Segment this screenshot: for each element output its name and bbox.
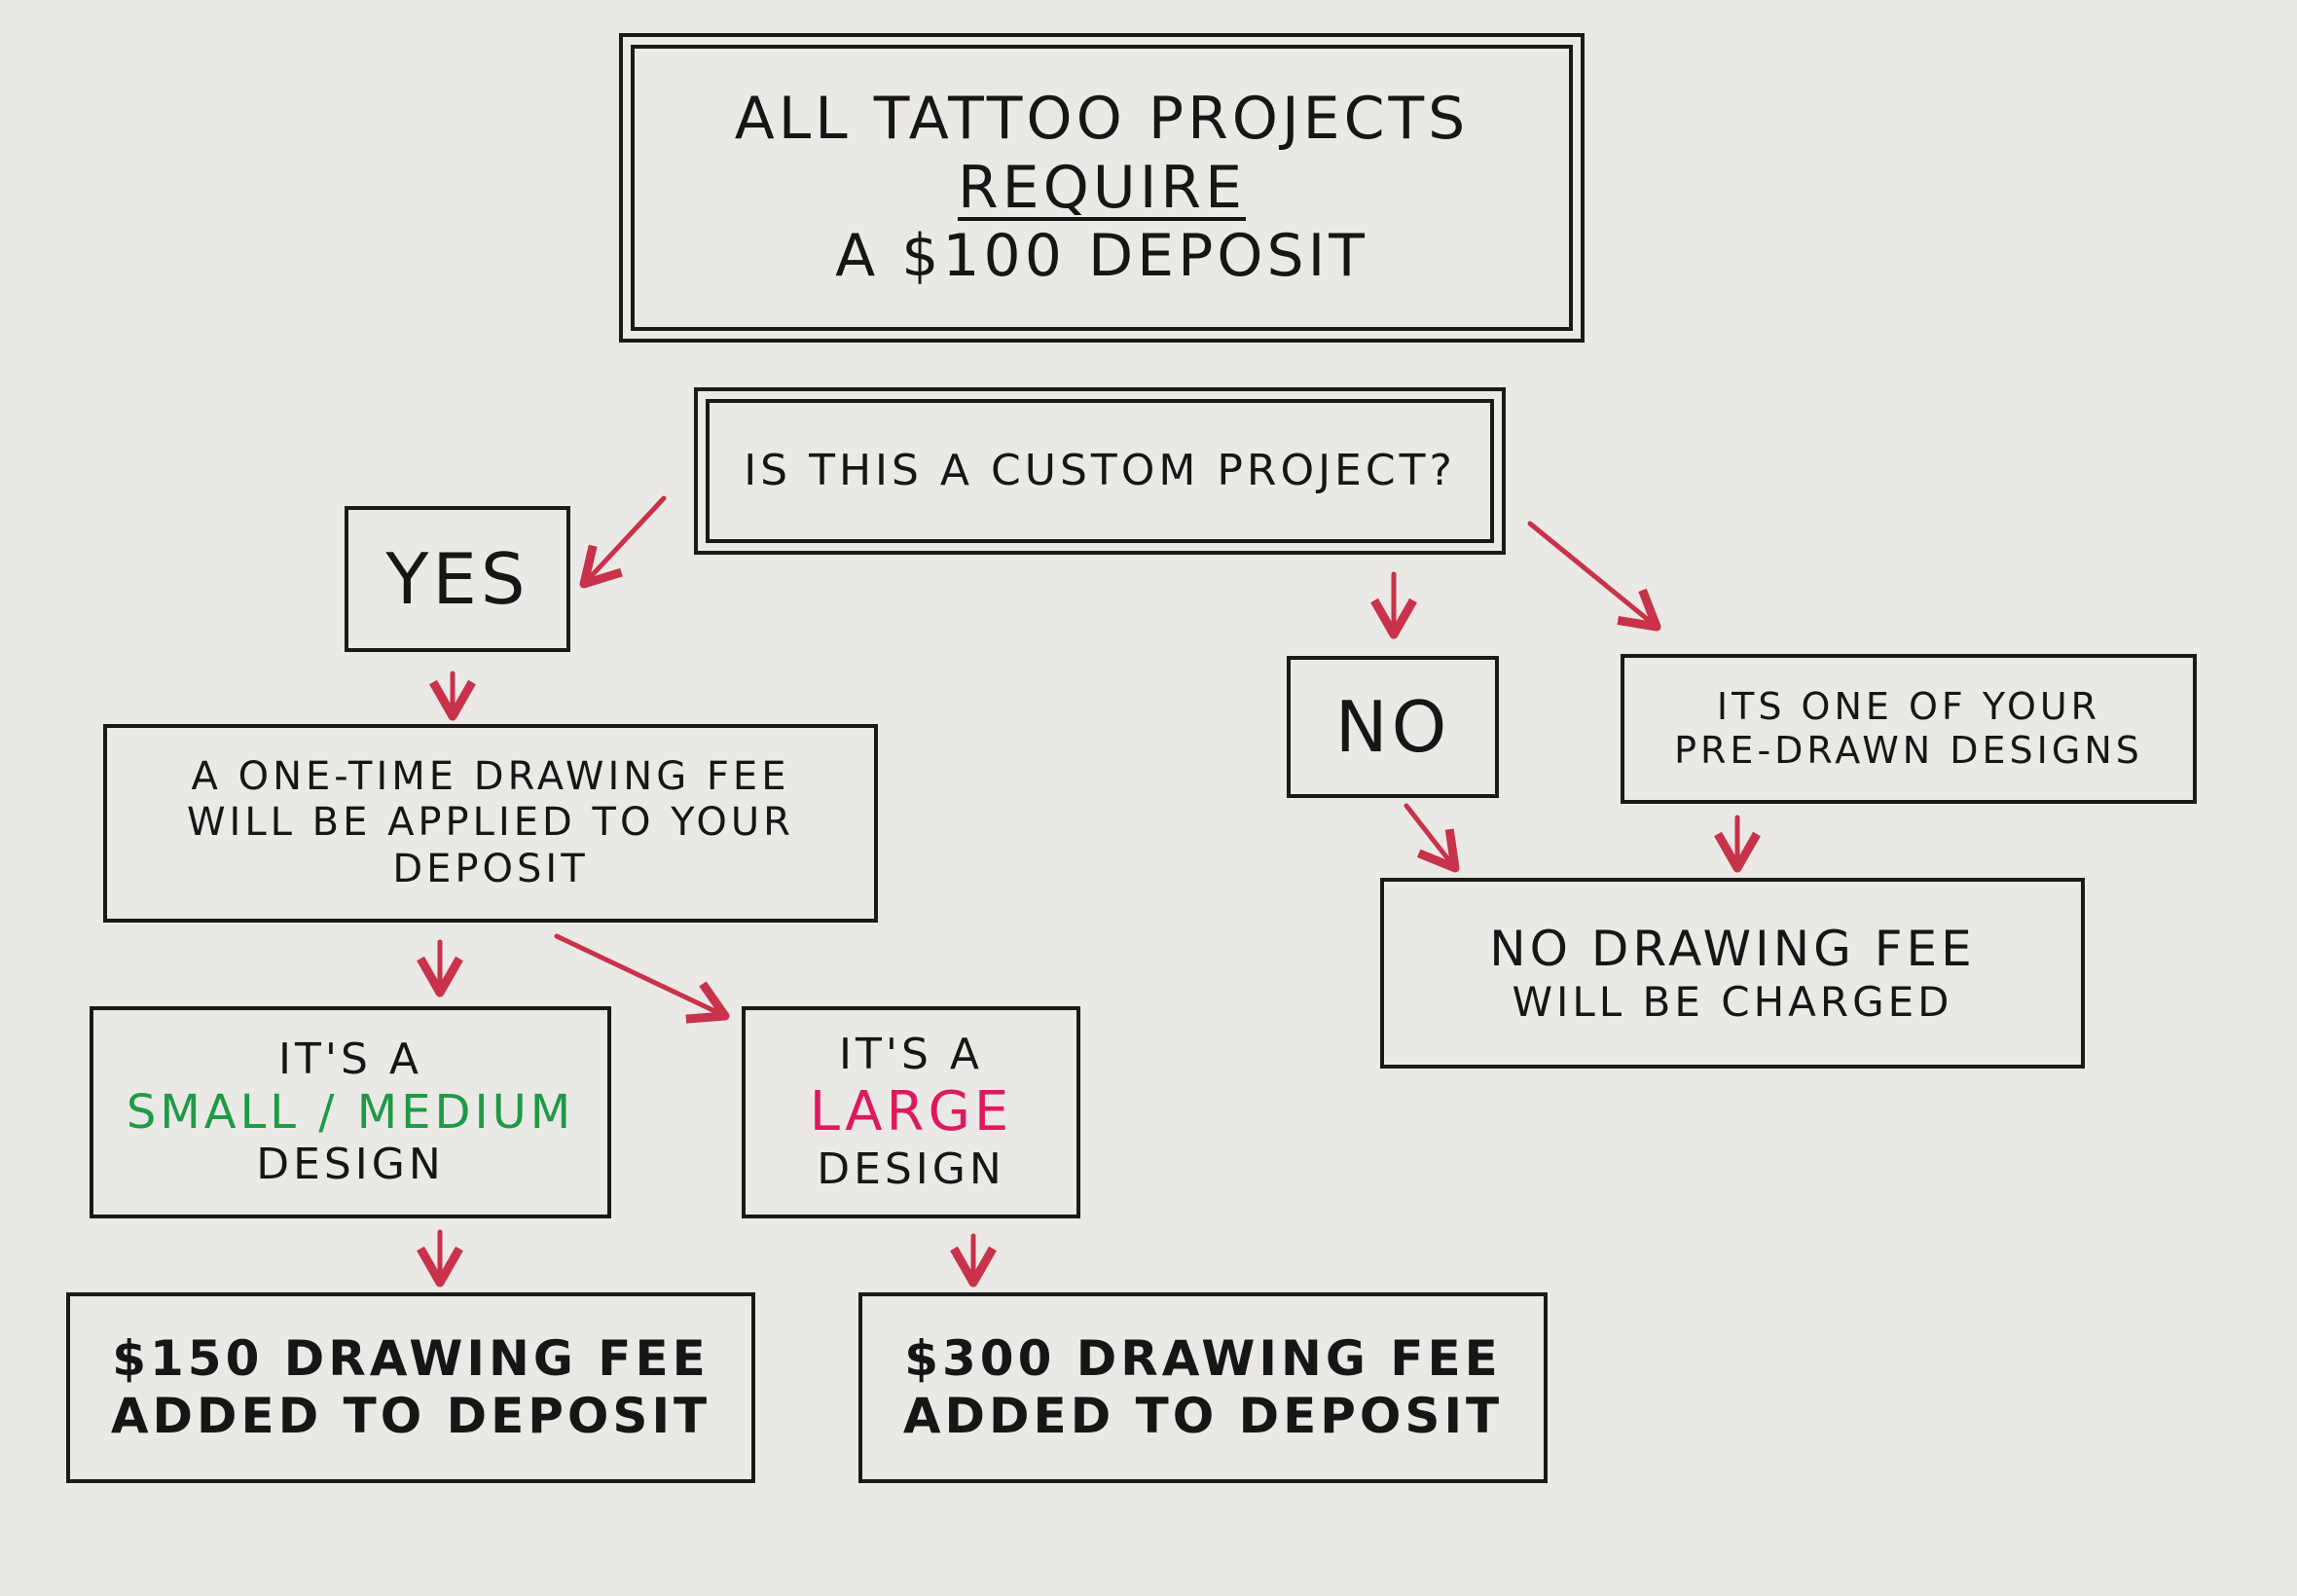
fee300-line-2: Added to Deposit xyxy=(902,1388,1504,1444)
deposit-requirement-box: All Tattoo Projects Require A $100 Depos… xyxy=(619,33,1585,343)
fee-notice-line-2: will be applied to your xyxy=(187,800,794,846)
small-line-1: It's a xyxy=(278,1034,422,1084)
small-line-3: Design xyxy=(256,1140,445,1190)
predrawn-line-2: pre-drawn designs xyxy=(1674,729,2143,772)
fee-300-box: $300 Drawing Fee Added to Deposit xyxy=(858,1292,1548,1483)
small-medium-label: Small / Medium xyxy=(126,1084,575,1140)
small-medium-design-box: It's a Small / Medium Design xyxy=(90,1006,611,1218)
drawing-fee-notice-box: A one-time drawing fee will be applied t… xyxy=(103,724,878,923)
arrow-question-to-yes xyxy=(579,495,667,589)
yes-box: Yes xyxy=(345,506,570,652)
fee-notice-line-1: A one-time drawing fee xyxy=(191,754,790,800)
no-fee-line-2: will be charged xyxy=(1512,977,1953,1026)
fee150-line-2: Added to Deposit xyxy=(110,1388,711,1444)
question-text: Is this a custom project? xyxy=(744,446,1456,496)
predrawn-design-box: Its one of your pre-drawn designs xyxy=(1621,654,2197,804)
arrow-question-to-predrawn xyxy=(1527,521,1661,632)
large-line-3: Design xyxy=(817,1144,1005,1195)
header-line-3: A $100 Deposit xyxy=(835,222,1368,291)
large-label: Large xyxy=(809,1079,1013,1143)
large-design-box: It's a Large Design xyxy=(742,1006,1080,1218)
arrow-no-to-no-fee xyxy=(1404,803,1460,873)
no-text: No xyxy=(1334,685,1451,768)
fee300-line-1: $300 Drawing Fee xyxy=(904,1330,1502,1387)
header-line-1: All Tattoo Projects xyxy=(734,84,1470,153)
arrow-fee-notice-to-large xyxy=(554,933,730,1024)
no-fee-line-1: No drawing fee xyxy=(1489,920,1976,977)
fee-150-box: $150 Drawing Fee Added to Deposit xyxy=(66,1292,755,1483)
fee150-line-1: $150 Drawing Fee xyxy=(112,1330,710,1387)
custom-project-question-box: Is this a custom project? xyxy=(694,387,1506,555)
yes-text: Yes xyxy=(385,537,529,620)
header-line-2: Require xyxy=(957,153,1247,222)
no-drawing-fee-box: No drawing fee will be charged xyxy=(1380,878,2085,1069)
no-box: No xyxy=(1287,656,1499,798)
predrawn-line-1: Its one of your xyxy=(1716,685,2101,729)
fee-notice-line-3: deposit xyxy=(392,846,589,891)
large-line-1: It's a xyxy=(839,1030,983,1080)
